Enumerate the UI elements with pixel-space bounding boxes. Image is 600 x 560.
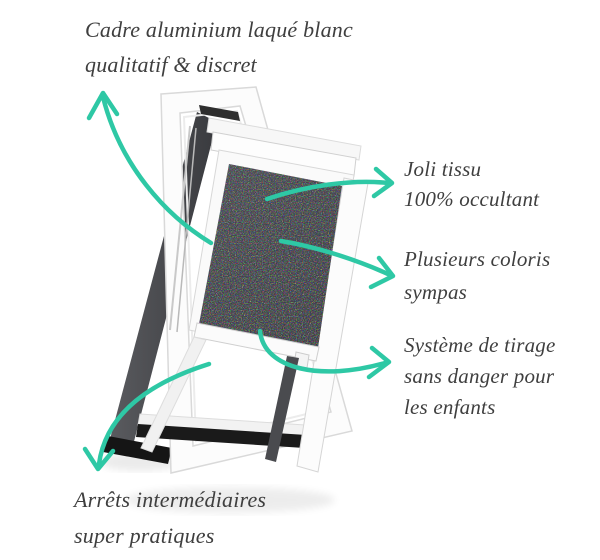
annotation-arrows	[82, 90, 396, 472]
label-stops-line1: Arrêts intermédiaires	[74, 487, 267, 512]
blind-fabric	[199, 164, 342, 348]
blind-bottom-bar	[193, 322, 320, 362]
label-pull-line1: Système de tirage	[404, 333, 556, 357]
glass-edge-line	[169, 125, 191, 331]
arrow-to-fabric-icon	[264, 166, 395, 202]
label-colors-line2: sympas	[404, 280, 468, 304]
arrow-to-pull-icon	[257, 328, 392, 380]
blind-cassette-lip	[206, 117, 362, 161]
label-stops: Arrêts intermédiaires super pratiques	[74, 482, 266, 554]
label-colors: Plusieurs coloris sympas	[404, 243, 550, 309]
glass-edge-line	[176, 127, 197, 333]
arrow-to-frame-icon	[86, 90, 214, 246]
sash-left-rail	[140, 336, 207, 453]
floor-shadow	[125, 487, 335, 513]
label-frame-line2: qualitatif & discret	[85, 52, 257, 77]
label-pull-line3: les enfants	[404, 395, 496, 419]
arrow-to-stops-icon	[82, 361, 212, 472]
label-frame: Cadre aluminium laqué blanc qualitatif &…	[85, 12, 353, 82]
hinge-gap	[199, 105, 240, 121]
arrow-to-colors-icon	[278, 238, 396, 290]
label-pull-system: Système de tirage sans danger pour les e…	[404, 330, 556, 423]
sash-foot-gasket	[103, 436, 172, 464]
label-fabric-line2: 100% occultant	[404, 187, 540, 211]
label-fabric-line1: Joli tissu	[404, 157, 482, 181]
label-pull-line2: sans danger pour	[404, 364, 555, 388]
label-frame-line1: Cadre aluminium laqué blanc	[85, 17, 353, 42]
label-colors-line1: Plusieurs coloris	[404, 247, 551, 271]
label-fabric: Joli tissu 100% occultant	[404, 154, 539, 214]
label-stops-line2: super pratiques	[74, 523, 215, 548]
blind-side-channel	[265, 356, 299, 462]
